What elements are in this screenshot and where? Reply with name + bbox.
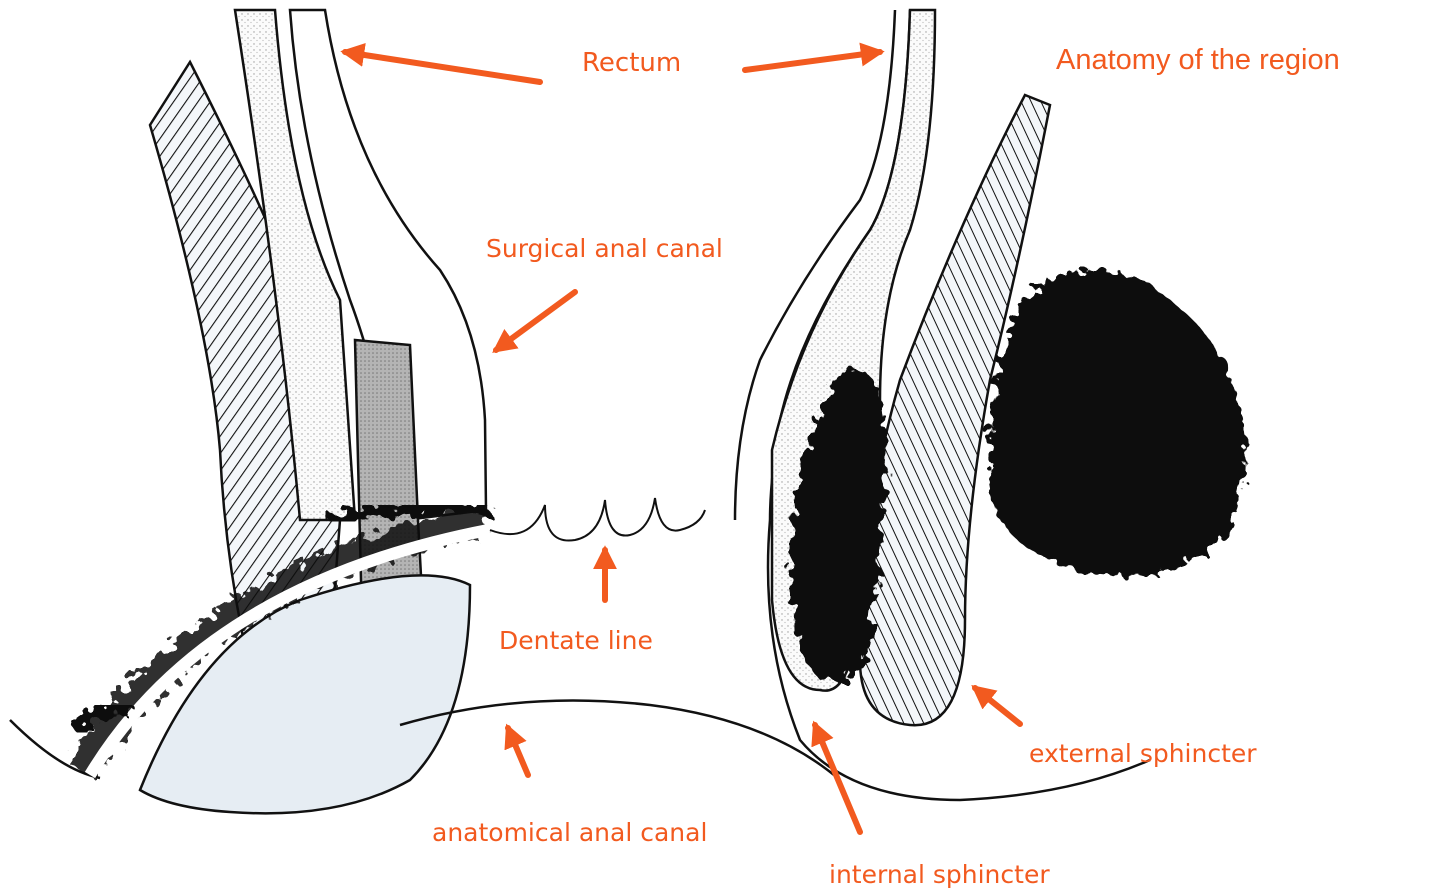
label-anatomical-anal-canal: anatomical anal canal xyxy=(432,818,707,847)
right-dark-mass xyxy=(989,270,1246,575)
arrow-rectum-right xyxy=(745,52,880,70)
left-perianal-space xyxy=(140,575,470,813)
page-title: Anatomy of the region xyxy=(1056,44,1340,77)
label-internal-sphincter: internal sphincter xyxy=(829,860,1050,889)
arrow-rectum-left xyxy=(345,52,540,82)
arrow-surgical-canal xyxy=(496,292,575,350)
label-rectum: Rectum xyxy=(582,48,681,78)
arrow-anatomical-canal xyxy=(508,728,528,775)
label-surgical-anal-canal: Surgical anal canal xyxy=(486,234,723,263)
label-dentate-line: Dentate line xyxy=(499,626,653,655)
arrow-internal-sphincter xyxy=(815,725,860,832)
left-wall xyxy=(10,10,490,813)
right-wall xyxy=(735,10,1245,800)
label-external-sphincter: external sphincter xyxy=(1029,739,1257,768)
arrow-external-sphincter xyxy=(975,688,1020,724)
anal-verge-line xyxy=(400,701,840,781)
dentate-line xyxy=(490,498,705,541)
